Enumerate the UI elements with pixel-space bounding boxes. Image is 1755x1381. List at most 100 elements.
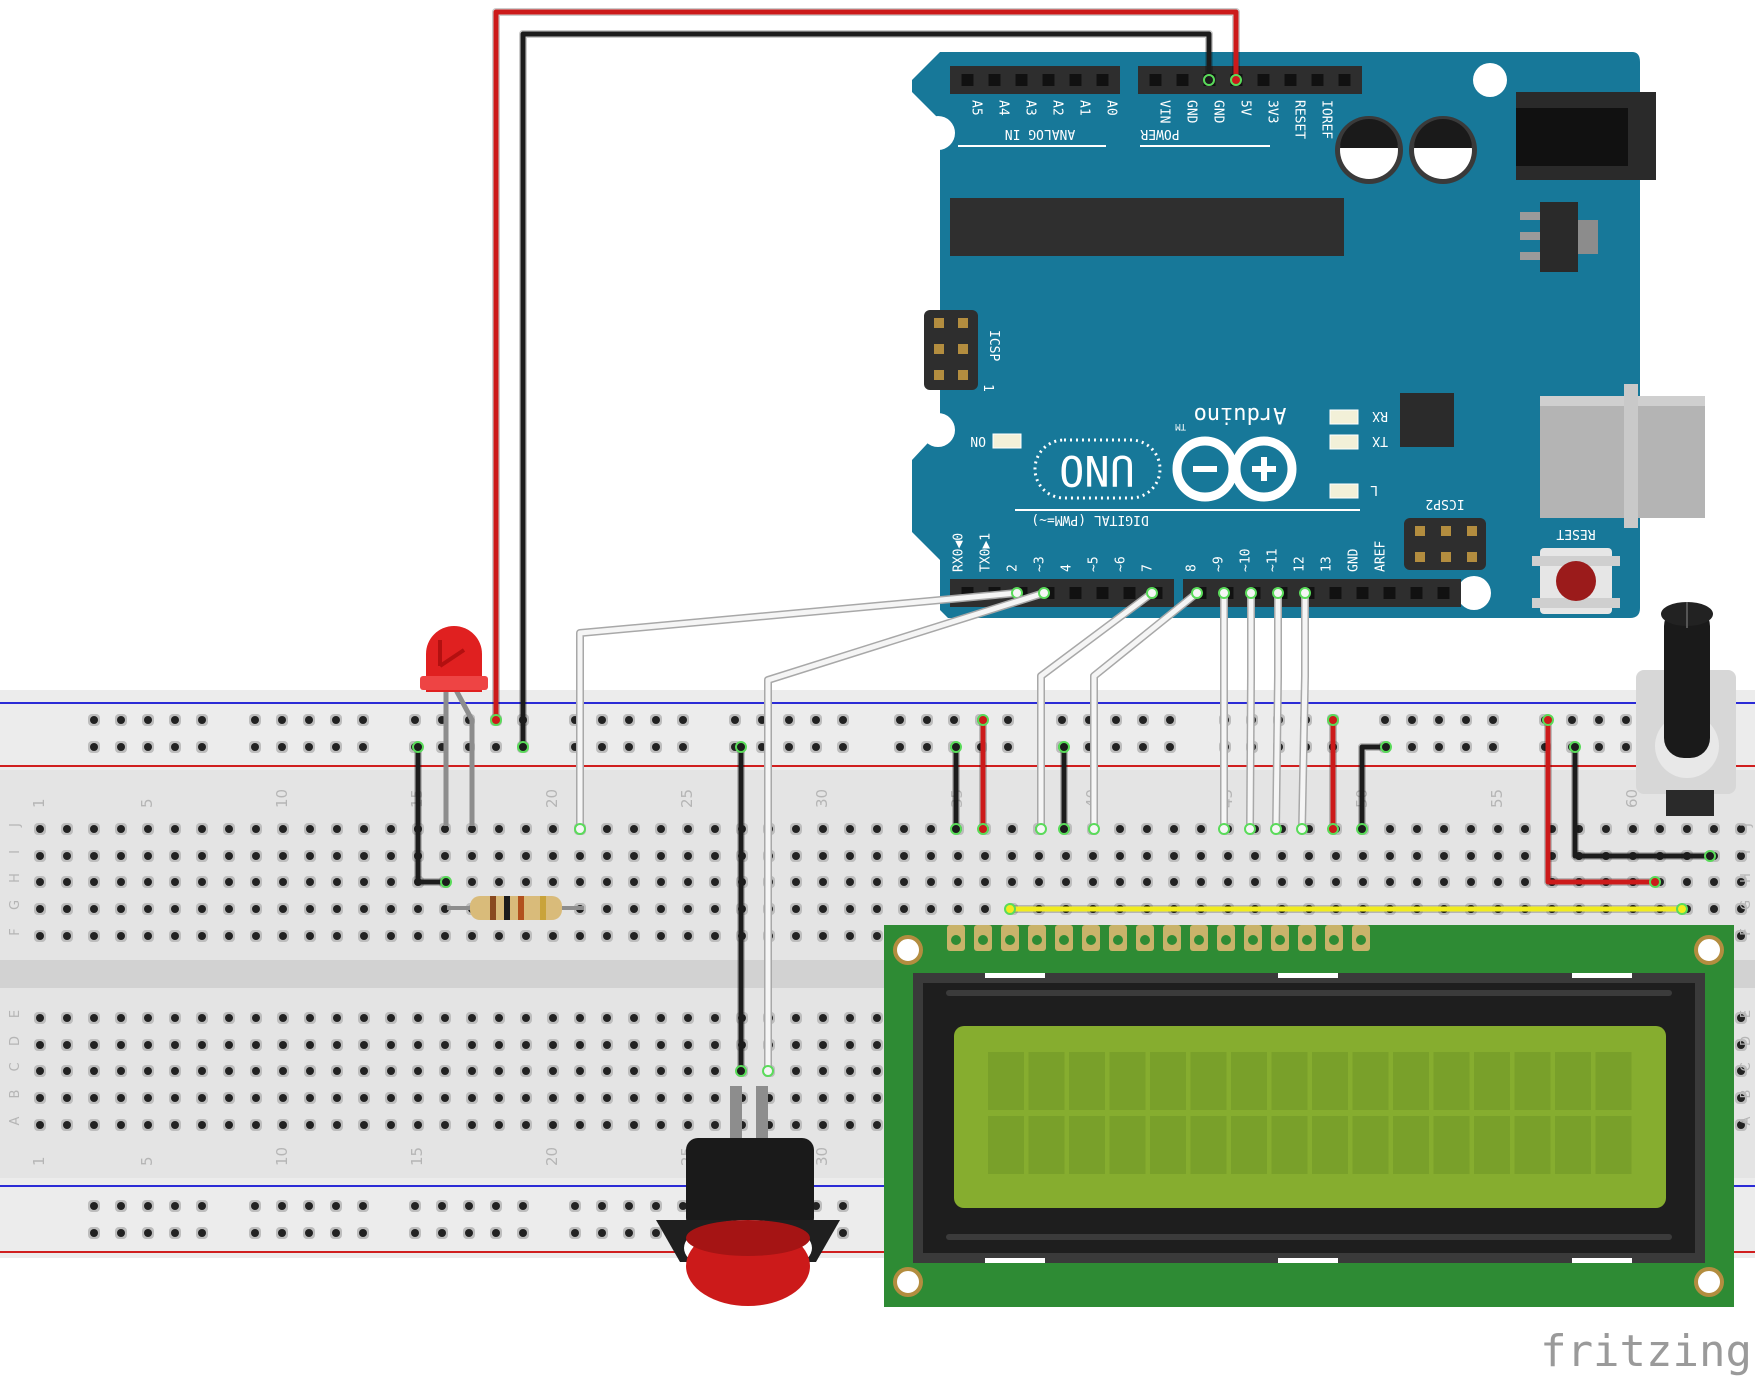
breadboard-hole: [1735, 1065, 1747, 1077]
breadboard-hole: [871, 1039, 883, 1051]
wire-endpoint: [1299, 587, 1311, 599]
hole-center: [819, 825, 827, 833]
hole-center: [359, 716, 367, 724]
breadboard-hole: [844, 1039, 856, 1051]
breadboard-hole: [1411, 850, 1423, 862]
breadboard-hole: [196, 1119, 208, 1131]
hole-center: [896, 716, 904, 724]
breadboard-hole: [709, 1119, 721, 1131]
wire-core: [1359, 744, 1386, 829]
hole-center: [819, 1014, 827, 1022]
breadboard-hole: [250, 850, 262, 862]
hole-center: [36, 852, 44, 860]
breadboard-hole: [439, 1092, 451, 1104]
breadboard-hole: [115, 1092, 127, 1104]
breadboard-hole: [34, 1012, 46, 1024]
hole-center: [171, 905, 179, 913]
breadboard-hole: [1006, 850, 1018, 862]
breadboard-hole: [142, 1227, 154, 1239]
column-number-top: 25: [678, 789, 696, 808]
hole-center: [198, 852, 206, 860]
hole-center: [198, 878, 206, 886]
wire-endpoint: [1035, 823, 1047, 835]
column-number-bottom: 5: [138, 1156, 156, 1166]
wire-endpoint: [1704, 850, 1716, 862]
hole-center: [1737, 1094, 1745, 1102]
hole-center: [359, 743, 367, 751]
breadboard-hole: [61, 930, 73, 942]
header-socket: [1096, 587, 1109, 599]
hole-center: [954, 878, 962, 886]
hole-center: [144, 932, 152, 940]
hole-center: [711, 1041, 719, 1049]
hole-center: [198, 1014, 206, 1022]
hole-center: [414, 1041, 422, 1049]
breadboard-hole: [358, 903, 370, 915]
hole-center: [603, 932, 611, 940]
breadboard-hole: [682, 1065, 694, 1077]
breadboard-hole: [331, 1012, 343, 1024]
breadboard-hole: [304, 850, 316, 862]
lcd-char-cell: [1555, 1116, 1591, 1174]
atmega-chip: [950, 198, 1344, 256]
breadboard-hole: [1330, 850, 1342, 862]
hole-center: [1494, 852, 1502, 860]
breadboard-hole: [628, 876, 640, 888]
breadboard-hole: [925, 876, 937, 888]
breadboard-hole: [249, 741, 261, 753]
hole-center: [411, 1229, 419, 1237]
lcd-char-cell: [1474, 1116, 1510, 1174]
wire-endpoint: [735, 741, 747, 753]
breadboard-hole: [88, 1039, 100, 1051]
hole-center: [117, 825, 125, 833]
hole-center: [90, 878, 98, 886]
breadboard-hole: [276, 714, 288, 726]
row-letter: C: [8, 1062, 23, 1071]
hole-center: [657, 878, 665, 886]
breadboard-hole: [88, 1012, 100, 1024]
breadboard-hole: [837, 1200, 849, 1212]
arduino-logo: UNO Arduino TM: [1033, 402, 1297, 502]
breadboard-hole: [574, 1119, 586, 1131]
breadboard-hole: [169, 1092, 181, 1104]
breadboard-hole: [439, 1012, 451, 1024]
breadboard-hole: [61, 850, 73, 862]
hole-center: [117, 878, 125, 886]
wire-endpoint: [1088, 823, 1100, 835]
breadboard-hole: [655, 876, 667, 888]
breadboard-hole: [358, 823, 370, 835]
breadboard-hole: [1195, 850, 1207, 862]
breadboard-hole: [520, 850, 532, 862]
hole-center: [1112, 716, 1120, 724]
hole-center: [873, 1094, 881, 1102]
tx-led: [1329, 434, 1359, 450]
wire-endpoint: [574, 823, 586, 835]
hole-center: [549, 1094, 557, 1102]
header-socket: [1329, 587, 1342, 599]
hole-center: [306, 1014, 314, 1022]
breadboard-hole: [115, 741, 127, 753]
hole-center: [1139, 743, 1147, 751]
hole-center: [36, 1041, 44, 1049]
row-letter: H: [8, 873, 23, 883]
breadboard-hole: [601, 823, 613, 835]
hole-center: [1737, 1014, 1745, 1022]
hole-center: [950, 716, 958, 724]
breadboard-hole: [331, 903, 343, 915]
hole-center: [90, 825, 98, 833]
breadboard-hole: [1593, 714, 1605, 726]
hole-center: [252, 878, 260, 886]
hole-center: [468, 878, 476, 886]
capacitor: [1409, 116, 1477, 184]
wire-endpoint: [1058, 741, 1070, 753]
breadboard-hole: [1141, 876, 1153, 888]
breadboard-hole: [655, 850, 667, 862]
breadboard-hole: [844, 903, 856, 915]
lcd-char-cell: [1312, 1116, 1348, 1174]
hole-center: [171, 1041, 179, 1049]
wire-endpoint: [1327, 823, 1339, 835]
hole-center: [1008, 825, 1016, 833]
breadboard-hole: [466, 823, 478, 835]
hole-center: [36, 878, 44, 886]
breadboard-hole: [142, 903, 154, 915]
